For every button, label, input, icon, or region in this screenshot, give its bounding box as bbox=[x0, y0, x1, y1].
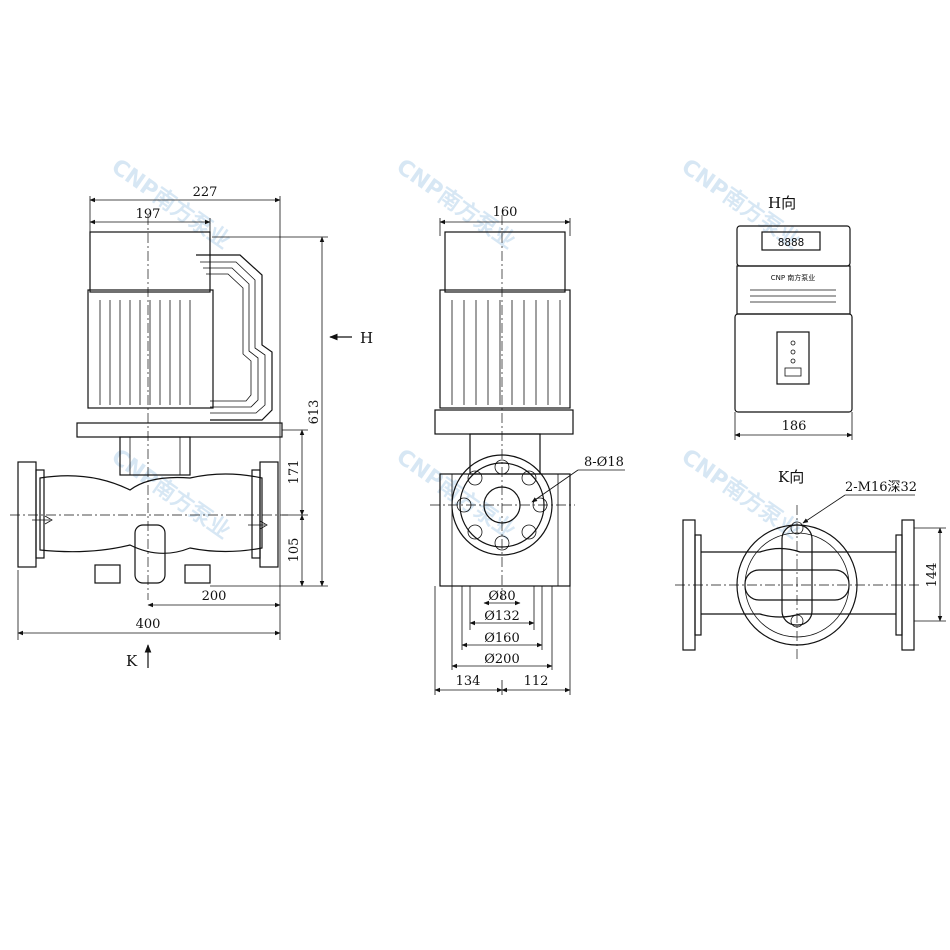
arrow-k-label: K bbox=[126, 652, 138, 670]
h-view: H向 8888 CNP 南方泵业 186 bbox=[734, 194, 853, 440]
dim-105: 105 bbox=[287, 538, 302, 563]
dim-186: 186 bbox=[782, 419, 807, 434]
dim-200: 200 bbox=[202, 589, 227, 604]
dim-197: 197 bbox=[136, 207, 161, 222]
dim-144: 144 bbox=[925, 563, 940, 588]
dia-160: Ø160 bbox=[484, 631, 519, 646]
dim-613: 613 bbox=[307, 400, 322, 425]
watermark-1: CNP南方泵业 bbox=[107, 154, 236, 255]
dim-171: 171 bbox=[287, 460, 302, 485]
k-view: K向 2-M16深32 144 bbox=[675, 468, 946, 660]
dim-112: 112 bbox=[524, 674, 549, 689]
dim-400: 400 bbox=[136, 617, 161, 632]
dia-200: Ø200 bbox=[484, 652, 519, 667]
holes-label: 8-Ø18 bbox=[584, 455, 624, 470]
display-digits: 8888 bbox=[778, 236, 805, 249]
k-view-title: K向 bbox=[778, 468, 804, 486]
h-view-title: H向 bbox=[768, 194, 796, 212]
side-view: 160 8-Ø18 Ø80 Ø132 Ø160 Ø200 134 112 bbox=[430, 205, 625, 695]
thread-label: 2-M16深32 bbox=[845, 480, 917, 495]
dim-134: 134 bbox=[456, 674, 481, 689]
dim-227: 227 bbox=[193, 185, 218, 200]
controller-brand: CNP 南方泵业 bbox=[771, 273, 816, 282]
dim-160-top: 160 bbox=[493, 205, 518, 220]
watermark-5: CNP南方泵业 bbox=[392, 444, 521, 545]
arrow-h-label: H bbox=[360, 329, 373, 347]
dia-80: Ø80 bbox=[488, 589, 515, 604]
watermark-4: CNP南方泵业 bbox=[107, 444, 236, 545]
dia-132: Ø132 bbox=[484, 609, 519, 624]
front-view: 227 197 613 171 105 200 400 H K bbox=[10, 185, 373, 670]
